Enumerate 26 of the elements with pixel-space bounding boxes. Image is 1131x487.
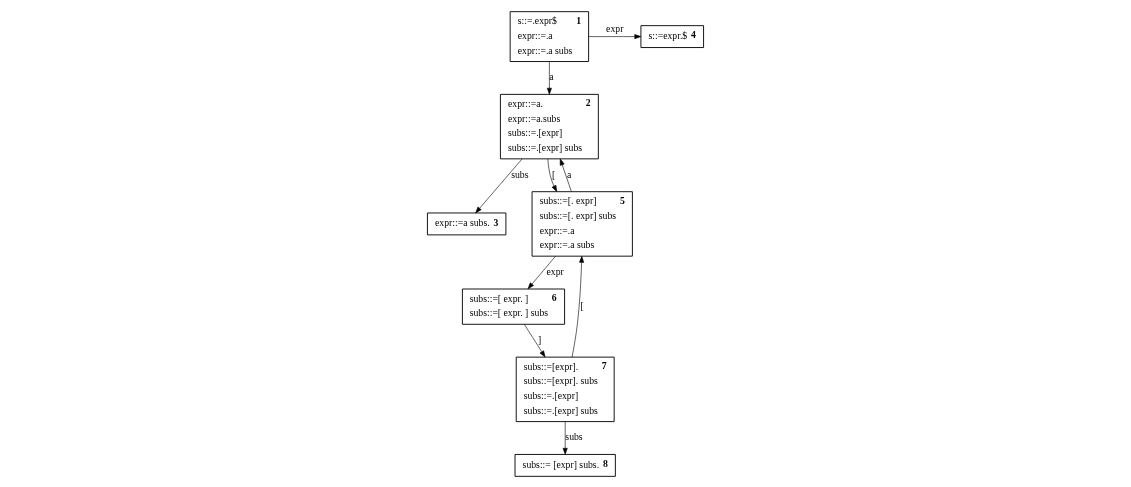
node-box: subs::= [expr] subs. 8 [514,453,616,477]
arrow [559,158,572,192]
arrow [475,158,523,213]
arrow [562,420,568,455]
node-box: subs::=[. expr] 5 subs::=[. expr] subs expr::=.a expr::=.a subs [531,190,633,257]
node-box: subs::=[expr]. 7 subs::=[expr]. subs subs::=.[expr] subs::=.[expr] subs [515,356,615,422]
edge-label: ] [538,333,542,345]
node-box: expr::=a subs. 3 [426,212,507,235]
node-box: s::=expr.$ 4 [640,24,705,48]
arrow [527,255,556,289]
node-box: subs::=[ expr. ] 6 subs::=[ expr. ] subs [461,288,566,325]
edge-label: [ [580,299,584,311]
edge-label: a [549,70,554,82]
arrow [588,33,642,39]
edge-label: expr [546,265,564,277]
arrow [524,323,546,357]
node-box: s::=.expr$ 1 expr::=.a expr::=.a subs [509,10,590,62]
edge-label: subs [565,430,583,442]
edge-label: expr [606,22,624,34]
arrow [571,255,585,357]
edge-label: a [566,168,572,180]
arrow [546,60,552,95]
edge-label: [ [552,168,556,180]
node-box: expr::=a. 2 expr::=a.subs subs::=.[expr] subs::=.[expr] subs [499,93,599,159]
arrow [547,158,558,192]
edge-label: subs [511,168,529,180]
